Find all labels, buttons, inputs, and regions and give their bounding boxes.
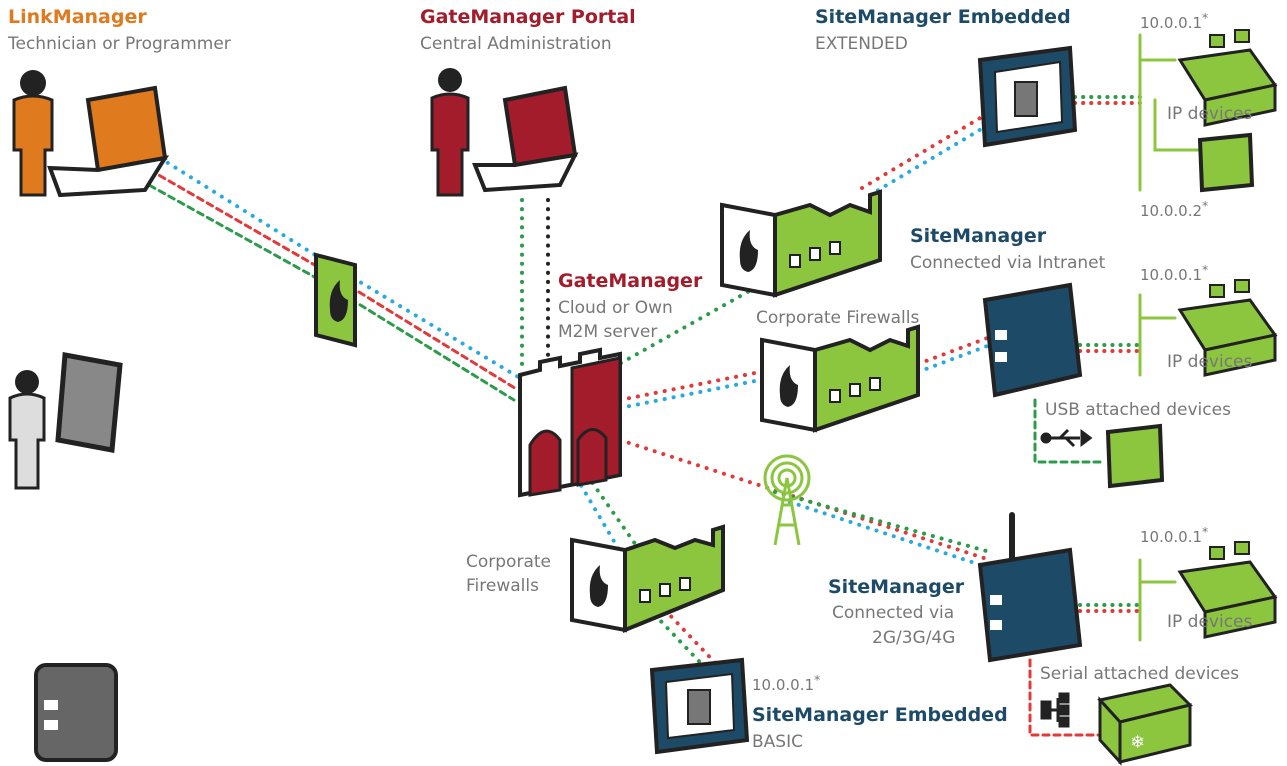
serial-icon bbox=[1040, 692, 1070, 728]
sm-cellular-title: SiteManager bbox=[828, 576, 965, 598]
ip-device-machine-top-icon bbox=[1177, 29, 1278, 127]
corporate-firewalls-low-2: Firewalls bbox=[466, 576, 539, 596]
factory-intranet-icon bbox=[760, 324, 920, 433]
portal-laptop-icon bbox=[472, 85, 579, 193]
linkmanager-subtitle: Technician or Programmer bbox=[8, 34, 231, 54]
ip-device-machine-low-icon bbox=[1177, 541, 1278, 639]
portal-subtitle: Central Administration bbox=[420, 34, 612, 54]
usb-devices-label: USB attached devices bbox=[1045, 400, 1231, 420]
ip-basic: 10.0.0.1* bbox=[752, 672, 821, 694]
firewall-icon bbox=[314, 252, 357, 348]
server-icon bbox=[34, 663, 118, 762]
ip-cellular: 10.0.0.1* bbox=[1140, 524, 1209, 546]
sme-basic-title: SiteManager Embedded bbox=[752, 704, 1008, 726]
sitemanager-embedded-extended-icon bbox=[977, 45, 1078, 148]
hmi-panel-top-icon bbox=[1197, 132, 1255, 193]
lan-bus-lines bbox=[1138, 33, 1202, 642]
connections bbox=[138, 33, 1202, 737]
sme-extended-title: SiteManager Embedded bbox=[815, 6, 1071, 28]
usb-icon bbox=[1040, 428, 1093, 448]
link-gm-cellular bbox=[618, 438, 992, 570]
serial-device-icon: ❄ bbox=[1097, 683, 1193, 766]
sme-basic-subtitle: BASIC bbox=[752, 732, 803, 752]
technician-icon bbox=[12, 70, 54, 197]
link-local-devices bbox=[1028, 95, 1142, 737]
sitemanager-cellular-icon bbox=[977, 512, 1083, 663]
sm-intranet-subtitle: Connected via Intranet bbox=[910, 253, 1106, 273]
corporate-firewalls-mid: Corporate Firewalls bbox=[756, 308, 920, 328]
ip-intranet: 10.0.0.1* bbox=[1140, 262, 1209, 284]
ip-ext-bottom: 10.0.0.2* bbox=[1140, 198, 1209, 220]
linkmanager-title: LinkManager bbox=[8, 6, 147, 28]
svg-text:❄: ❄ bbox=[1130, 732, 1145, 753]
gatemanager-line2: M2M server bbox=[558, 322, 658, 342]
factory-extended-icon bbox=[720, 189, 882, 298]
link-laptop-firewall bbox=[138, 156, 522, 402]
ip-devices-label-top: IP devices bbox=[1167, 104, 1253, 124]
tablet-user-icon bbox=[8, 370, 46, 490]
sitemanager-embedded-basic-icon bbox=[649, 657, 750, 755]
administrator-icon bbox=[430, 68, 470, 197]
link-gm-extended bbox=[603, 109, 1002, 374]
sm-cellular-line1: Connected via bbox=[832, 603, 955, 623]
ip-ext-top: 10.0.0.1* bbox=[1140, 10, 1209, 32]
factory-lower-icon bbox=[570, 524, 725, 633]
tablet-icon bbox=[55, 352, 123, 453]
gatemanager-castle-icon bbox=[518, 347, 622, 498]
ip-devices-label-mid: IP devices bbox=[1167, 352, 1253, 372]
sm-intranet-title: SiteManager bbox=[910, 225, 1047, 247]
sm-cellular-line2: 2G/3G/4G bbox=[872, 628, 956, 648]
portal-title: GateManager Portal bbox=[420, 6, 636, 28]
gatemanager-line1: Cloud or Own bbox=[558, 298, 673, 318]
corporate-firewalls-low-1: Corporate bbox=[466, 552, 551, 572]
sitemanager-intranet-icon bbox=[982, 282, 1083, 398]
sme-extended-subtitle: EXTENDED bbox=[815, 34, 908, 54]
usb-hmi-panel-icon bbox=[1105, 423, 1165, 489]
ip-devices-label-low: IP devices bbox=[1167, 612, 1253, 632]
ip-device-machine-mid-icon bbox=[1177, 279, 1278, 377]
serial-devices-label: Serial attached devices bbox=[1040, 664, 1240, 684]
cell-tower-icon bbox=[763, 454, 811, 546]
laptop-icon bbox=[47, 85, 170, 198]
link-gm-intranet bbox=[618, 335, 992, 410]
link-portal-gatemanager bbox=[520, 198, 550, 372]
gatemanager-title: GateManager bbox=[558, 270, 703, 292]
